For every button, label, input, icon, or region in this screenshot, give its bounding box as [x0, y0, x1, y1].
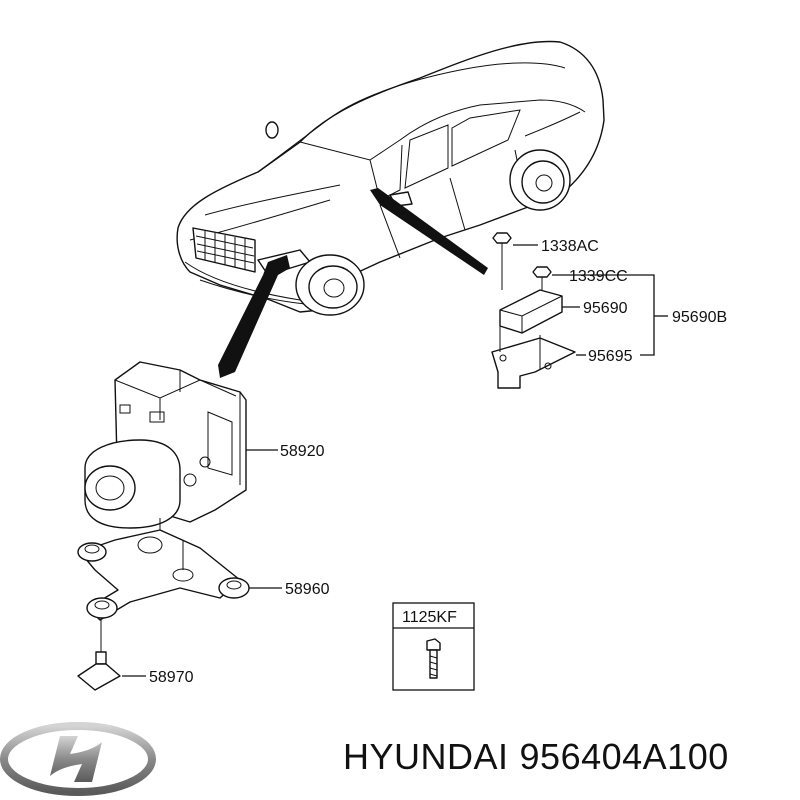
hyundai-logo-icon	[0, 722, 156, 796]
label-1125KF: 1125KF	[402, 609, 457, 626]
label-95690: 95690	[583, 300, 628, 317]
label-95690B: 95690B	[672, 309, 727, 326]
hecu-assembly	[84, 361, 278, 529]
pointer-arrow-hecu	[218, 255, 290, 378]
fastener-box	[392, 602, 475, 691]
label-1338AC: 1338AC	[541, 238, 599, 255]
yaw-sensor-group	[491, 232, 668, 389]
hecu-bracket-group	[77, 518, 282, 691]
car-illustration	[176, 40, 605, 378]
label-95695: 95695	[588, 348, 633, 365]
brand-name: HYUNDAI	[343, 736, 509, 777]
part-number: 956404A100	[519, 736, 729, 777]
pointer-arrow-sensor	[370, 188, 488, 275]
label-58960: 58960	[285, 581, 330, 598]
label-58970: 58970	[149, 669, 194, 686]
label-58920: 58920	[280, 443, 325, 460]
label-1339CC: 1339CC	[569, 268, 628, 285]
